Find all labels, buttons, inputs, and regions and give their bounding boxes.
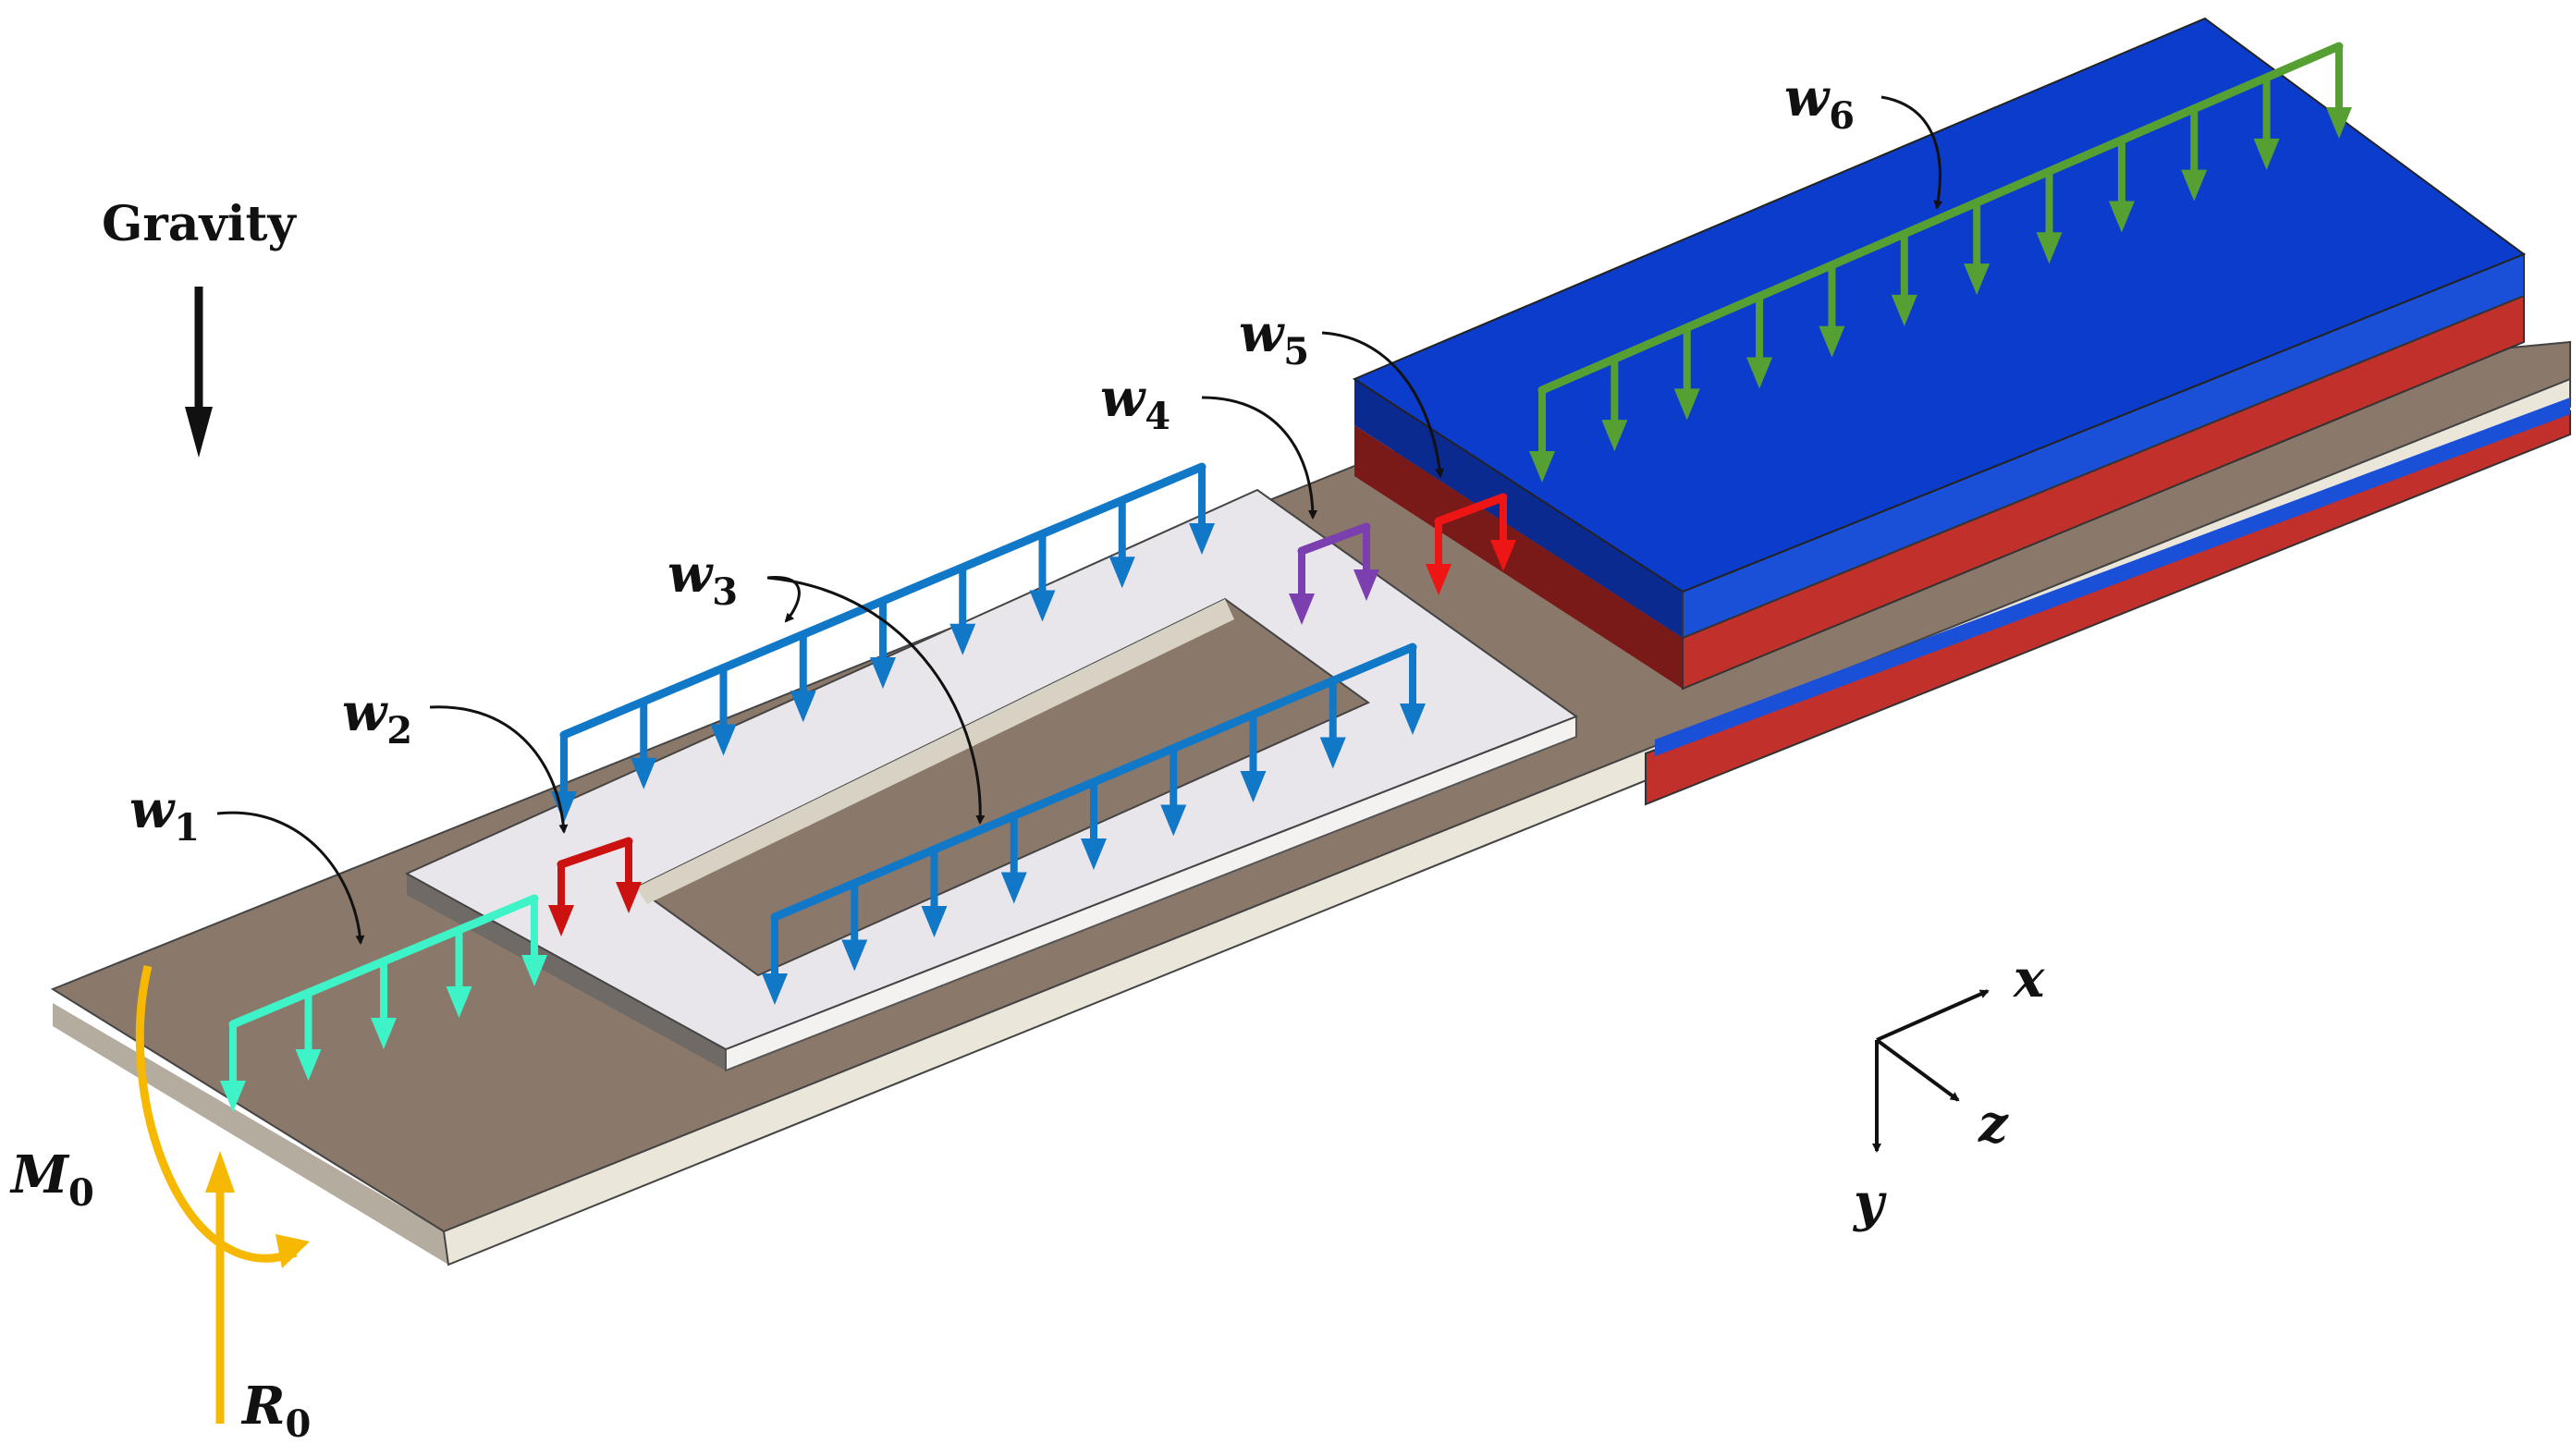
x-axis-line <box>1876 989 1990 1042</box>
reaction-label: R0 <box>240 1376 311 1446</box>
w5-load-arrow <box>1490 497 1516 571</box>
w6-load-arrow <box>1891 233 1917 326</box>
w2-load-arrow <box>548 864 574 936</box>
plate-top <box>404 488 1579 1051</box>
w2-leader <box>429 705 569 834</box>
w6-load-arrow <box>1673 327 1700 421</box>
coordinate-axes: x y z <box>1852 948 2045 1233</box>
w3-load-arrow <box>1108 500 1135 589</box>
lower-blue-layer <box>1655 398 2570 756</box>
w3-label: w3 <box>667 544 738 614</box>
w6-load-bar <box>1537 42 2344 395</box>
w3-leader-a <box>766 576 801 623</box>
w6-load-arrow <box>2108 140 2135 233</box>
distributed-loads <box>220 42 2352 1112</box>
w6-load-arrow <box>2326 46 2352 139</box>
w6-load-arrow <box>1529 390 1555 483</box>
w3-load-arrow <box>921 850 948 937</box>
w4-load-arrow <box>1353 527 1379 601</box>
blue-layer-top <box>1352 17 2527 593</box>
w3-load-arrow <box>1319 680 1346 769</box>
w4-leader <box>1201 396 1317 520</box>
w3-load-arrow <box>710 667 737 756</box>
w5-leader <box>1321 331 1445 478</box>
w6-load-arrow <box>1964 202 1990 296</box>
w6-load-arrow <box>1746 296 1773 389</box>
slot-wall <box>636 599 1234 904</box>
w3-load-arrow <box>1029 533 1056 622</box>
w5-label: w5 <box>1239 303 1309 373</box>
reaction-arrow-head <box>205 1151 235 1193</box>
w3-load-arrow <box>631 701 657 789</box>
w3-load-arrow <box>1189 467 1215 555</box>
w6-label: w6 <box>1784 67 1855 138</box>
gravity-indicator: Gravity <box>102 196 297 458</box>
w3-load-arrow <box>762 917 788 1005</box>
w3-load-arrow <box>949 567 976 655</box>
w3-load-arrow <box>1240 715 1267 802</box>
w3-load-arrow <box>841 883 868 972</box>
moment-label: M0 <box>9 1144 94 1215</box>
w3-load-arrow <box>1081 782 1107 870</box>
w6-load-arrow <box>2181 108 2208 202</box>
moment-arc <box>135 964 298 1263</box>
w4-load-arrow <box>1289 551 1315 625</box>
support-loads: M0 R0 <box>9 964 311 1446</box>
w1-load-arrow <box>521 899 547 986</box>
x-axis-label: x <box>2013 948 2045 1009</box>
z-axis-label: z <box>1978 1094 2009 1155</box>
gravity-label: Gravity <box>102 196 297 252</box>
w1-load-arrow <box>371 961 397 1049</box>
w3-load-arrow <box>1400 647 1426 735</box>
w1-load-arrow <box>220 1024 246 1112</box>
w4-load <box>1289 522 1379 625</box>
y-axis-label: y <box>1852 1172 1887 1233</box>
beam-side <box>53 1003 448 1265</box>
w1-label: w1 <box>129 779 200 850</box>
w5-load <box>1426 493 1516 595</box>
w4-load-bar <box>1297 522 1371 556</box>
w6-load <box>1529 42 2352 483</box>
w2-load-bar <box>557 837 633 869</box>
w4-label: w4 <box>1100 368 1170 438</box>
w5-load-bar <box>1434 493 1508 526</box>
w3-load-arrow <box>1160 748 1187 837</box>
layer-stack <box>1352 17 2571 806</box>
w5-load-arrow <box>1426 521 1451 595</box>
w2-label: w2 <box>342 682 412 752</box>
w6-load-arrow <box>2253 77 2280 170</box>
w6-load-arrow <box>1819 264 1845 358</box>
w6-load-arrow <box>1601 359 1628 452</box>
w6-leader <box>1880 95 1943 210</box>
w6-load-arrow <box>2036 171 2063 264</box>
w3-load-arrow <box>870 601 896 689</box>
red-layer-side <box>1354 425 1683 689</box>
moment-arrow-head <box>276 1234 310 1268</box>
w2-load <box>548 837 642 936</box>
w3-load-arrow <box>790 634 816 723</box>
w1-load-arrow <box>446 930 472 1018</box>
w3-load-b <box>762 642 1426 1005</box>
w1-leader <box>216 811 365 945</box>
blue-layer-side <box>1354 379 1683 638</box>
leader-curves <box>216 95 1943 945</box>
w2-load-arrow <box>616 841 642 913</box>
w3-leader-b <box>766 576 986 825</box>
w1-load-arrow <box>295 993 322 1081</box>
z-axis-line <box>1875 1038 1960 1102</box>
w1-load <box>220 894 547 1112</box>
gravity-arrow-head <box>185 407 213 458</box>
w3-load-arrow <box>1000 815 1027 904</box>
